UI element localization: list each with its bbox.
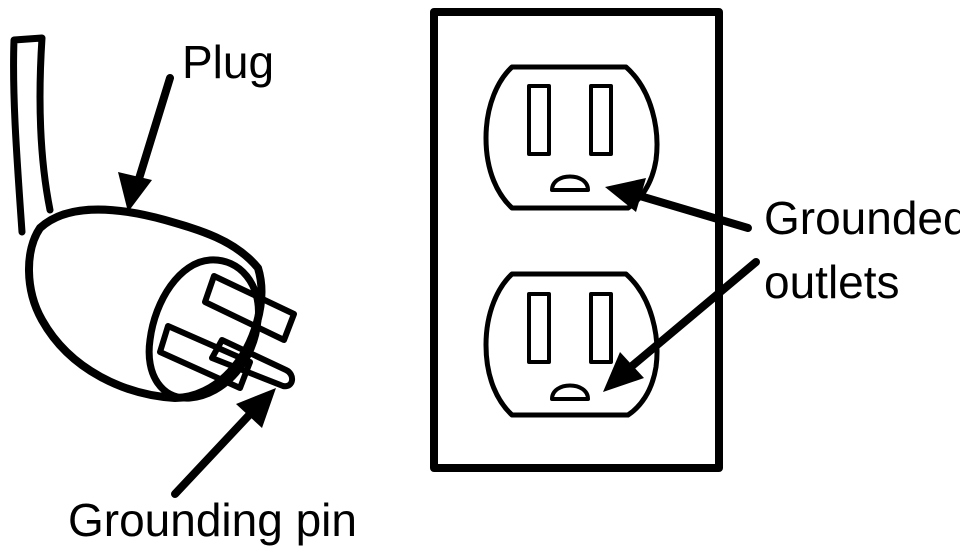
power-cord (10, 34, 54, 236)
label-plug: Plug (182, 36, 274, 88)
wall-plate (430, 8, 723, 472)
arrow-outlet-top (605, 178, 752, 232)
label-grounding-pin: Grounding pin (68, 494, 357, 546)
outlet-top-slot-right (589, 84, 613, 156)
label-grounded: Grounded (764, 192, 960, 244)
outlet-top-slot-left (527, 84, 551, 156)
outlet-plate (430, 8, 723, 472)
plug-body (25, 205, 266, 402)
plug-face (145, 256, 262, 402)
outlet-bottom-face (483, 271, 660, 418)
arrow-outlet-bottom (603, 258, 760, 392)
plug-prong-lower (157, 323, 253, 391)
label-outlets: outlets (764, 256, 900, 308)
outlet-top (483, 64, 660, 211)
outlet-top-ground-hole (550, 174, 590, 192)
arrow-plug (118, 74, 174, 212)
arrow-grounding-pin (171, 388, 276, 498)
plug-illustration (10, 34, 297, 402)
outlet-bottom-slot-right (589, 292, 613, 364)
outlet-bottom-slot-left (527, 292, 551, 364)
outlet-bottom-ground-hole (550, 383, 590, 401)
arrows (118, 74, 760, 498)
outlet-top-face (483, 64, 660, 211)
plug-grounding-pin (209, 337, 295, 390)
outlet-bottom (483, 271, 660, 418)
plug-prong-upper (202, 273, 297, 343)
